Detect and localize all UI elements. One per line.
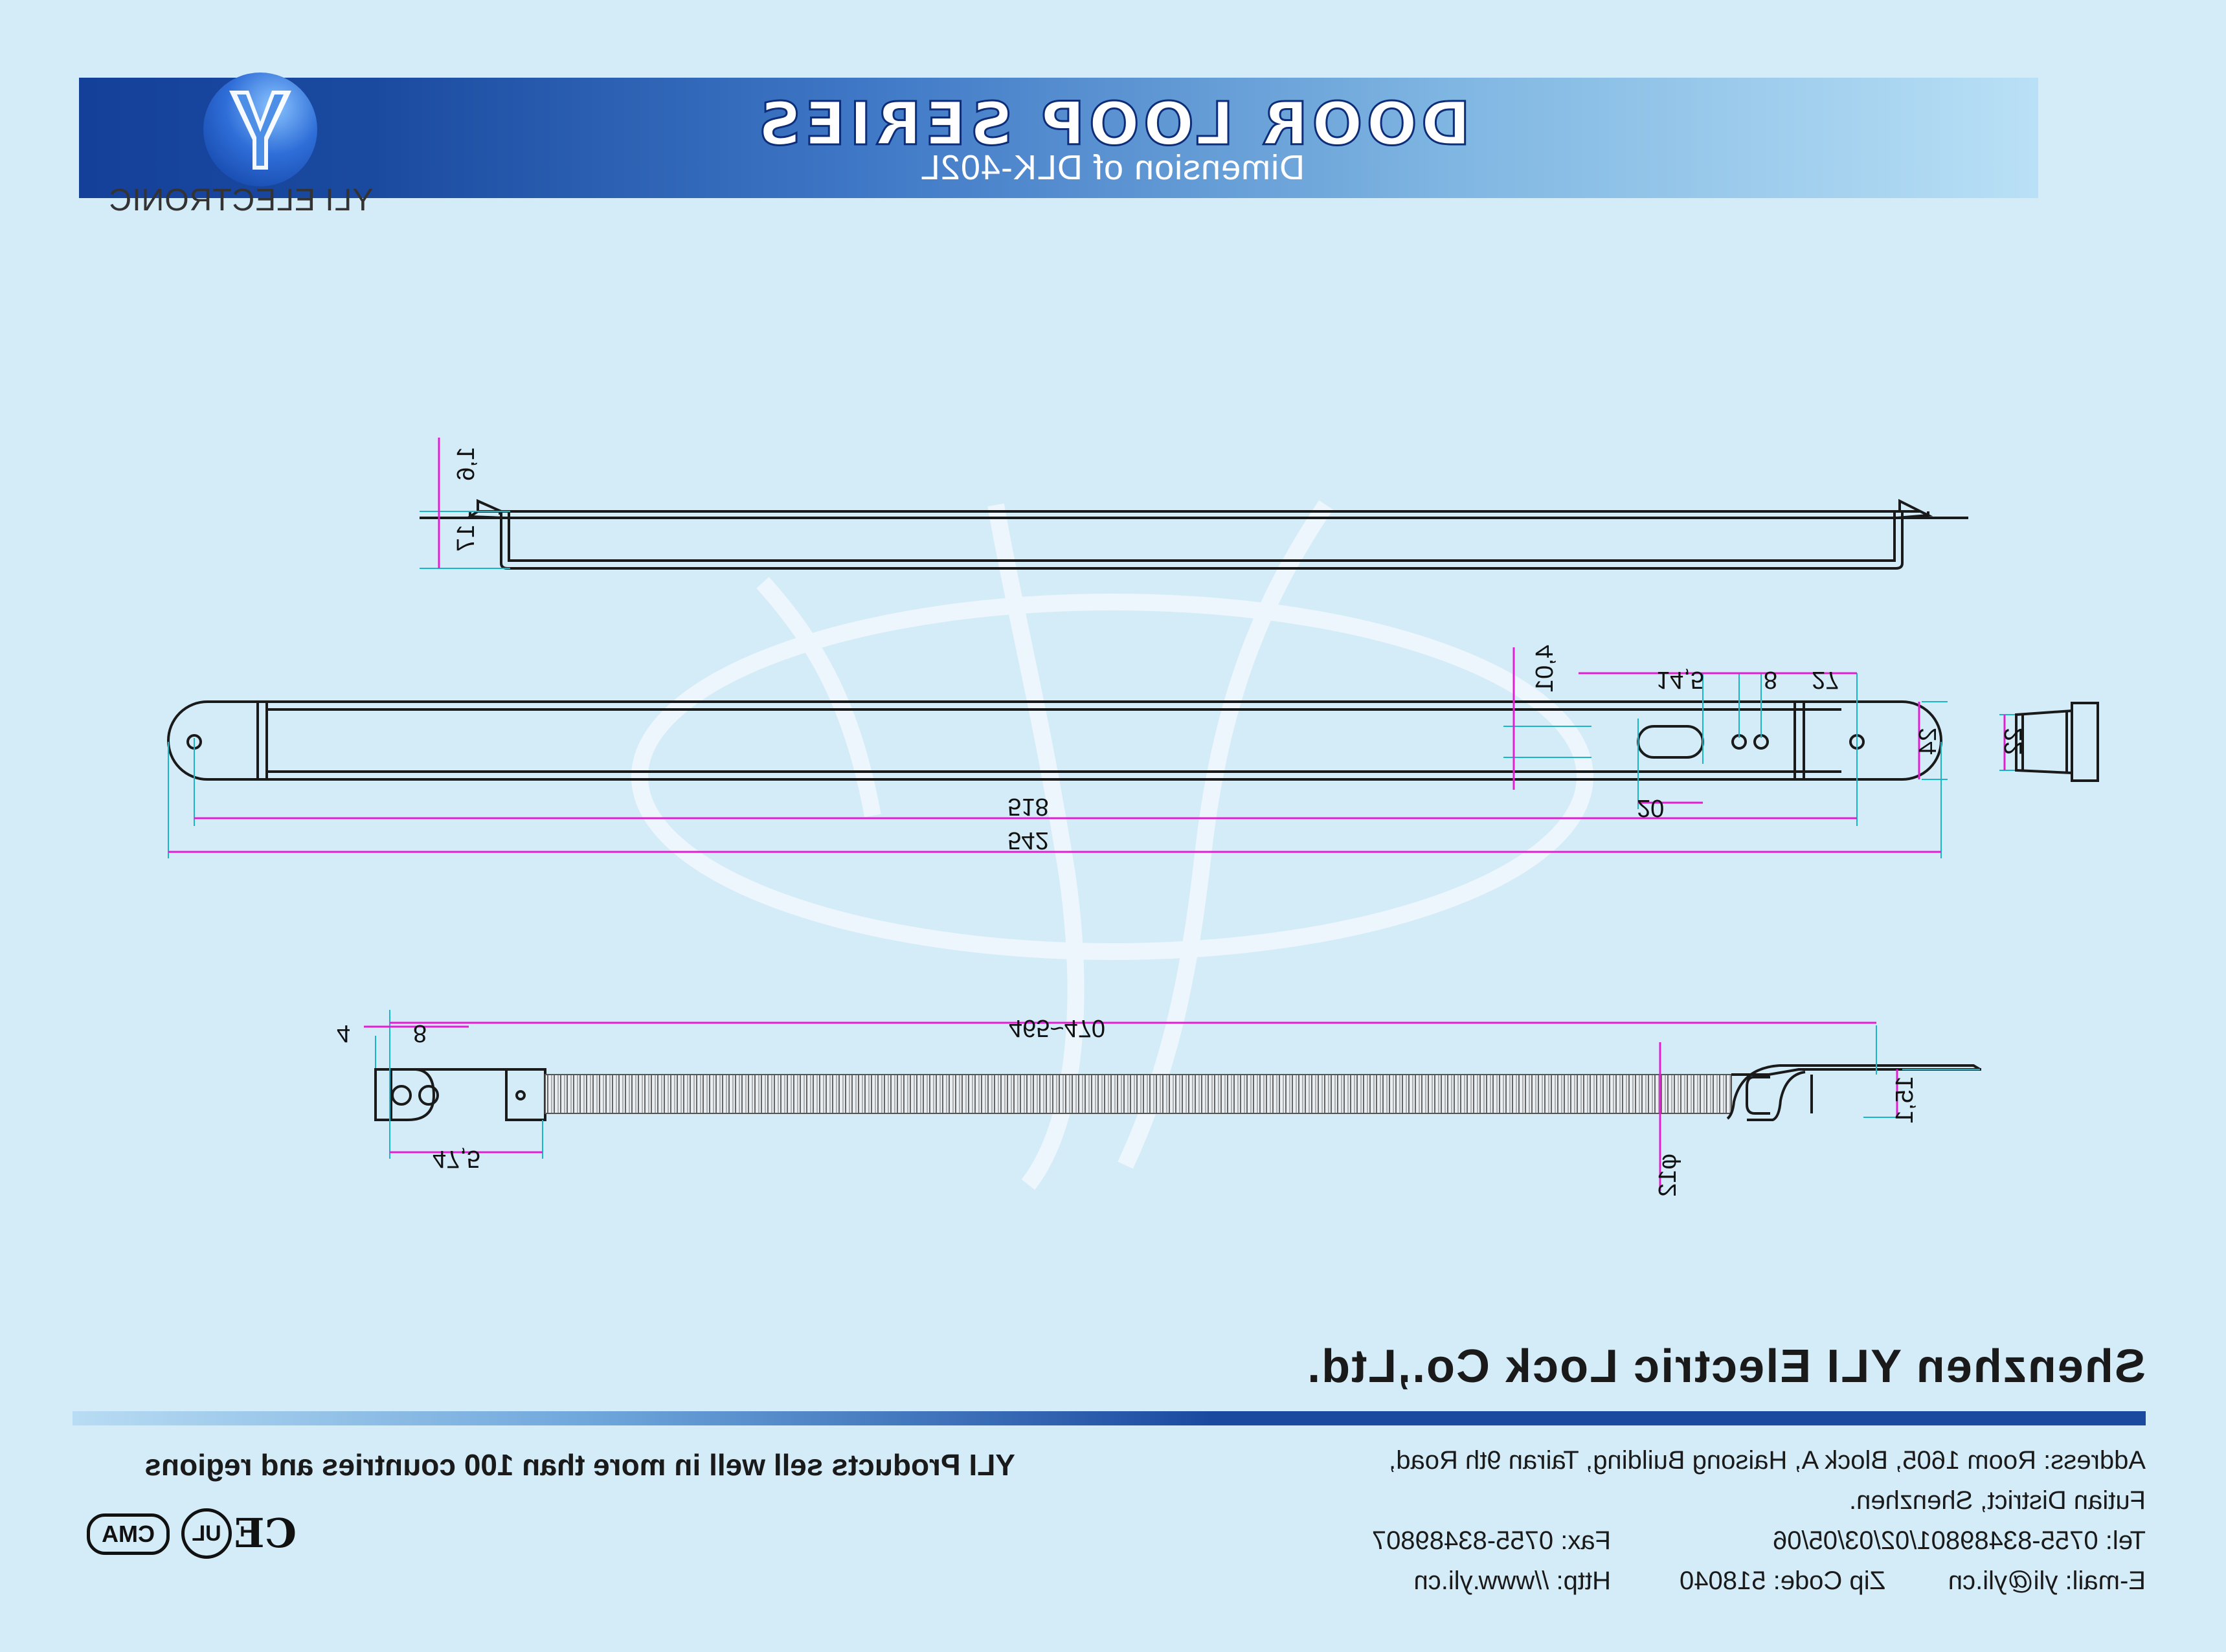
dim-inner-length: 518 bbox=[1007, 793, 1048, 820]
company-name: Shenzhen YLI Electric Lock Co.,Ltd. bbox=[1306, 1341, 2146, 1392]
yli-y-logo-icon bbox=[203, 73, 317, 186]
dim-overall-length: 542 bbox=[1007, 827, 1048, 854]
ul-mark-label: UL bbox=[192, 1521, 221, 1546]
end-view bbox=[2015, 702, 2099, 782]
dim-slot-offset: 4,01 bbox=[1531, 645, 1558, 693]
plan-view-dimensions: 518 542 14,5 8 27 20 4,01 24 bbox=[168, 645, 1948, 858]
certification-marks: CE UL CMA bbox=[83, 1506, 297, 1564]
dim-end-fitting-length: 47,5 bbox=[433, 1145, 480, 1172]
cma-mark-label: CMA bbox=[102, 1521, 155, 1547]
email: E-mail: yli@yli.cn bbox=[1948, 1567, 2146, 1595]
tel: Tel: 0755-83489801/02/03/05/06 bbox=[1772, 1526, 2146, 1555]
dim-flange-thickness: 1,6 bbox=[453, 447, 480, 481]
cable-view bbox=[374, 1064, 1981, 1121]
cma-mark-icon: CMA bbox=[87, 1513, 170, 1555]
end-view-dimensions: 22 bbox=[1999, 714, 2027, 771]
ce-mark-icon: CE bbox=[234, 1510, 297, 1557]
dim-clip-height: 15,1 bbox=[1891, 1076, 1918, 1124]
top-profile-view bbox=[420, 498, 1968, 570]
slogan: YLI Products sell well in more than 100 … bbox=[144, 1448, 1015, 1482]
dim-slot-length: 20 bbox=[1637, 794, 1664, 821]
zip-code: Zip Code: 518040 bbox=[1679, 1567, 1885, 1595]
fax: Fax: 0755-83489807 bbox=[1371, 1526, 1611, 1555]
dim-height: 17 bbox=[453, 524, 480, 552]
dim-cable-length: 465~470 bbox=[1009, 1014, 1105, 1042]
top-profile-dimensions: 1,6 17 bbox=[420, 438, 510, 569]
dim-end-width: 22 bbox=[2000, 728, 2027, 755]
cable-dimensions: 4 8 47,5 465~470 φ12 15,1 bbox=[337, 1010, 1980, 1197]
dim-end-hole-edge: 4 bbox=[337, 1020, 350, 1047]
watermark-logo bbox=[631, 500, 1593, 1190]
dim-end-hole-pitch: 8 bbox=[413, 1020, 427, 1047]
footer-rule bbox=[73, 1411, 2146, 1425]
dim-hole-spacing: 14,5 bbox=[1656, 666, 1704, 693]
logo-y-mark bbox=[229, 91, 291, 170]
address-line-2: Futian District, Shenzhen. bbox=[1849, 1486, 2146, 1515]
logo: YLI ELECTRONIC bbox=[92, 0, 390, 233]
website: Http: //www.yli.cn bbox=[1413, 1567, 1611, 1595]
dim-end-distance: 27 bbox=[1812, 666, 1839, 693]
ul-mark-icon: UL bbox=[181, 1508, 232, 1559]
dim-cable-diameter: φ12 bbox=[1654, 1154, 1681, 1197]
dim-hole-gap: 8 bbox=[1764, 666, 1777, 693]
dim-width: 24 bbox=[1915, 728, 1942, 755]
address-line-1: Address: Room 1605, Block A, Haisong Bui… bbox=[1389, 1446, 2146, 1475]
